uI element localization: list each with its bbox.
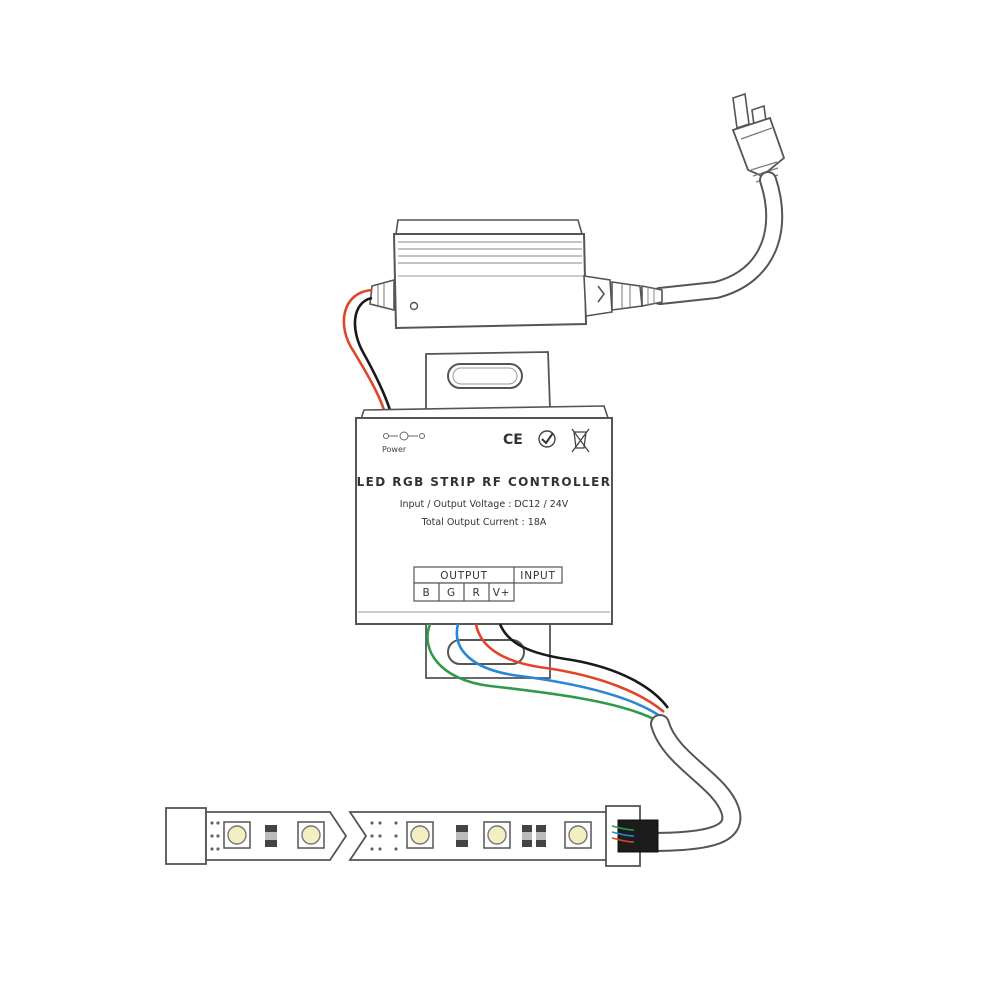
input-header: INPUT — [520, 570, 555, 582]
resistor-icon — [456, 825, 468, 847]
power-label: Power — [382, 445, 407, 454]
pin-g: G — [447, 587, 456, 599]
smd-led-icon — [223, 821, 251, 849]
mount-slot-top — [447, 363, 523, 389]
ce-mark-icon: CE — [503, 432, 523, 448]
ac-plug — [731, 92, 786, 183]
rohs-check-icon — [538, 430, 556, 448]
terminal-table: OUTPUT INPUT B G R V+ — [413, 566, 563, 602]
strip-cable — [640, 714, 742, 852]
output-header: OUTPUT — [440, 570, 488, 582]
led-strip-left — [165, 807, 348, 865]
resistor-icon — [522, 825, 546, 847]
ac-power-cable — [651, 171, 784, 305]
smd-led-icon — [483, 821, 511, 849]
indicator-led-icon — [409, 301, 419, 311]
power-adapter — [369, 219, 663, 330]
rf-controller: Power CE LED RGB STRIP RF CONTROLLER Inp… — [355, 405, 613, 625]
smd-led-icon — [297, 821, 325, 849]
spec-voltage: Input / Output Voltage : DC12 / 24V — [400, 499, 569, 510]
smd-led-icon — [406, 821, 434, 849]
dc-input-wires — [342, 288, 392, 411]
strip-lead-wires — [611, 825, 635, 843]
controller-title: LED RGB STRIP RF CONTROLLER — [357, 475, 612, 489]
spec-current: Total Output Current : 18A — [421, 517, 547, 528]
smd-led-icon — [564, 821, 592, 849]
pin-vplus: V+ — [493, 587, 511, 599]
strip-end-cap — [165, 807, 207, 865]
weee-bin-icon — [571, 428, 590, 453]
pin-r: R — [472, 587, 480, 599]
resistor-icon — [265, 825, 277, 847]
output-wires — [426, 623, 670, 722]
dc-jack-icon — [383, 431, 425, 441]
led-strip-right — [348, 805, 659, 867]
pin-b: B — [422, 587, 430, 599]
